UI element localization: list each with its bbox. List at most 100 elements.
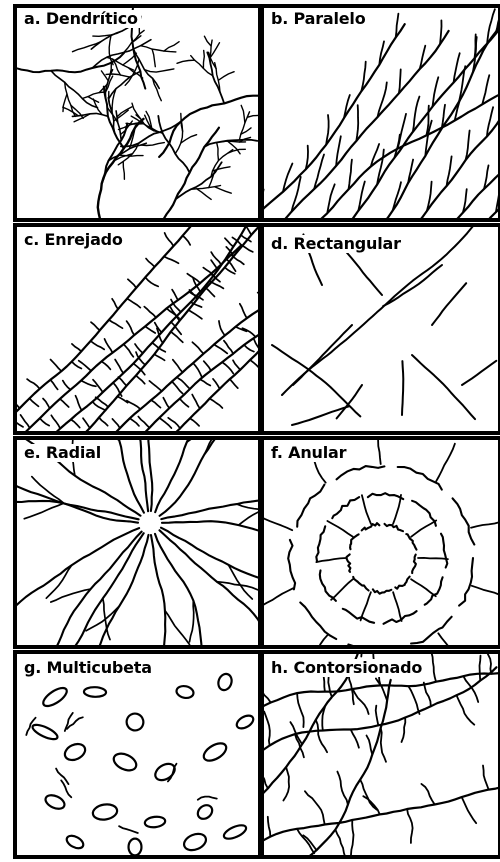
stream-line — [385, 524, 404, 531]
stream-line — [214, 345, 227, 354]
stream-line — [399, 69, 401, 93]
panel-border-f — [262, 438, 500, 647]
stream-line — [73, 42, 101, 52]
stream-line — [51, 360, 62, 372]
panel-label-c: c. Enrejado — [22, 231, 126, 249]
stream-line — [328, 279, 338, 286]
stream-line — [462, 361, 496, 385]
panel-label-a: a. Dendrítico — [22, 10, 141, 28]
stream-line — [164, 257, 179, 264]
stream-line — [165, 233, 174, 246]
panel-parallel-pattern — [242, 0, 500, 230]
stream-line — [243, 246, 253, 252]
stream-line — [282, 295, 290, 304]
stream-line — [76, 396, 82, 411]
stream-line — [287, 298, 298, 310]
stream-line — [459, 558, 473, 606]
stream-line — [264, 712, 270, 746]
stream-line — [204, 36, 211, 46]
panel-border-c — [15, 225, 260, 433]
stream-line — [133, 49, 159, 89]
stream-line — [115, 360, 123, 374]
stream-line — [276, 31, 449, 230]
stream-line — [161, 491, 312, 519]
panel-label-d: d. Rectangular — [269, 235, 404, 253]
stream-line — [378, 422, 381, 464]
stream-line — [472, 586, 500, 602]
stream-line — [353, 577, 368, 591]
stream-line — [128, 279, 136, 288]
stream-line — [173, 360, 183, 373]
stream-line — [144, 307, 156, 318]
stream-line — [436, 444, 455, 482]
stream-line — [192, 342, 203, 354]
stream-line — [290, 278, 295, 289]
stream-line — [203, 50, 204, 68]
basin-outline — [43, 793, 66, 812]
stream-line — [398, 467, 442, 490]
stream-line — [213, 167, 231, 171]
stream-line — [127, 321, 135, 335]
stream-line — [402, 718, 406, 743]
stream-line — [130, 418, 139, 426]
stream-line — [462, 797, 477, 823]
stream-line — [72, 362, 82, 369]
basin-outline — [124, 711, 147, 734]
stream-line — [189, 310, 202, 319]
stream-line — [99, 418, 108, 426]
stream-line — [152, 49, 155, 67]
basin-outline — [195, 802, 215, 821]
stream-line — [240, 304, 247, 318]
stream-line — [63, 381, 71, 390]
stream-line — [418, 558, 448, 559]
stream-line — [72, 344, 81, 352]
stream-line — [402, 361, 403, 415]
stream-line — [112, 419, 120, 428]
stream-line — [307, 283, 322, 288]
stream-line — [347, 554, 351, 572]
basin-outline — [235, 713, 256, 731]
stream-line — [407, 809, 413, 843]
stream-line — [351, 730, 359, 748]
stream-line — [313, 279, 318, 290]
basin-outline — [111, 750, 139, 773]
stream-line — [79, 361, 91, 371]
stream-line — [411, 617, 452, 644]
stream-line — [177, 60, 195, 63]
stream-line — [0, 475, 138, 523]
stream-line — [26, 718, 35, 735]
stream-line — [393, 182, 402, 211]
stream-line — [222, 362, 233, 373]
basin-outline — [62, 741, 87, 763]
basin-outline — [182, 831, 209, 853]
stream-line — [181, 135, 197, 143]
stream-line — [336, 281, 344, 290]
stream-line — [219, 321, 225, 336]
stream-line — [252, 667, 496, 757]
stream-line — [118, 377, 126, 386]
stream-line — [192, 395, 200, 409]
stream-line — [217, 143, 219, 161]
stream-line — [190, 418, 199, 426]
stream-line — [395, 577, 409, 589]
stream-line — [341, 258, 347, 273]
stream-line — [316, 526, 325, 561]
basin-outline — [129, 839, 142, 856]
stream-line — [328, 677, 332, 697]
stream-line — [408, 686, 419, 714]
stream-line — [353, 689, 369, 714]
stream-line — [127, 401, 140, 410]
stream-line — [198, 797, 217, 800]
stream-line — [376, 706, 379, 726]
stream-line — [117, 107, 132, 117]
stream-line — [15, 245, 241, 443]
stream-line — [172, 382, 183, 394]
stream-line — [268, 817, 271, 837]
stream-line — [136, 376, 145, 384]
stream-line — [441, 534, 447, 568]
basin-outline — [92, 803, 118, 822]
stream-line — [368, 493, 403, 499]
stream-line — [310, 84, 500, 230]
stream-line — [211, 260, 218, 270]
